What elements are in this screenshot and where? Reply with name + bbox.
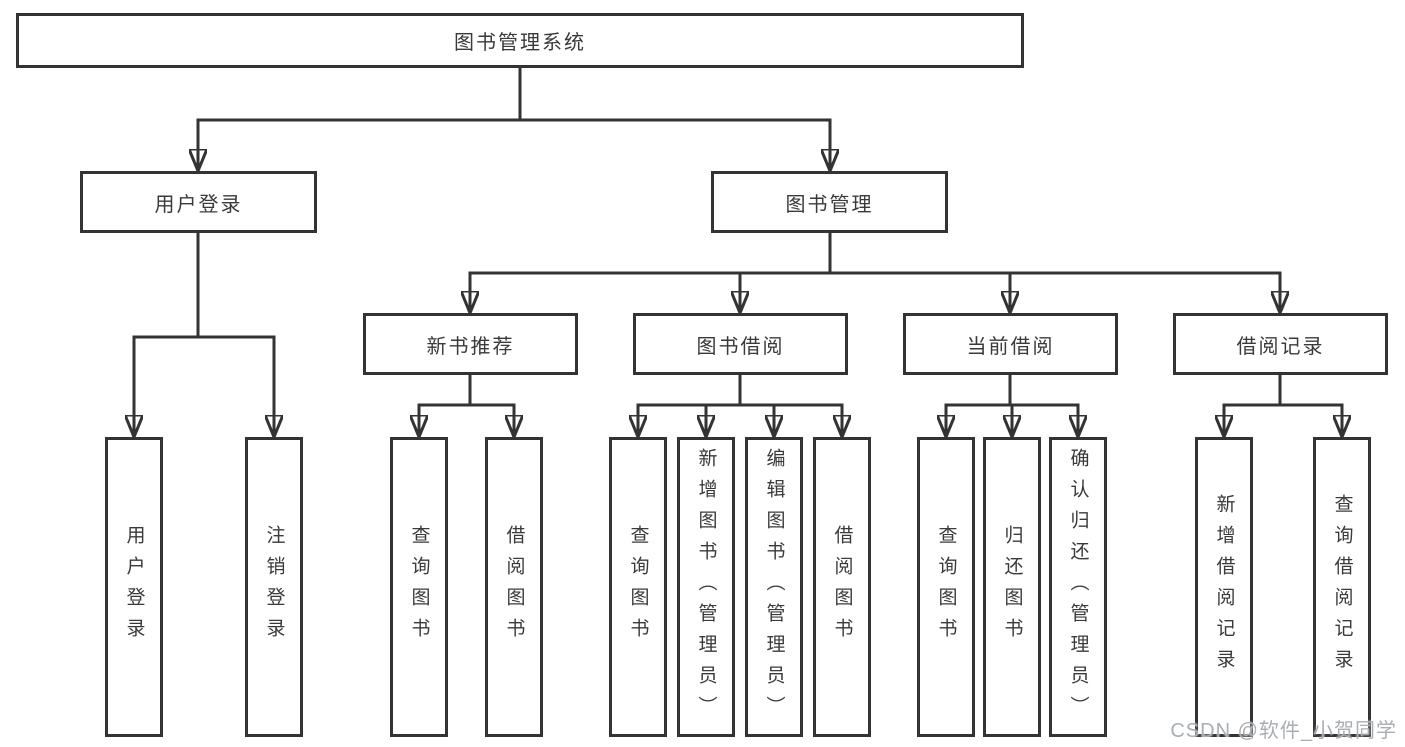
node-library-management-system: 图书管理系统 (16, 13, 1024, 68)
leaf-logout: 注销登录 (245, 437, 303, 737)
connectors-book-borrow-children (638, 373, 842, 439)
leaf-return-books: 归还图书 (983, 437, 1041, 737)
connectors-book-management-modules (470, 231, 1280, 315)
leaf-query-books-current: 查询图书 (917, 437, 975, 737)
connectors-root-to-level2 (198, 66, 830, 173)
leaf-query-books-recommend: 查询图书 (390, 437, 448, 737)
node-book-borrowing: 图书借阅 (633, 313, 848, 375)
leaf-borrow-books-recommend: 借阅图书 (485, 437, 543, 737)
leaf-query-books-borrow: 查询图书 (609, 437, 667, 737)
leaf-confirm-return-admin: 确认归还（管理员） (1049, 437, 1107, 737)
node-borrowing-records: 借阅记录 (1173, 313, 1388, 375)
connectors-new-book-children (419, 373, 514, 439)
leaf-edit-books-admin: 编辑图书（管理员） (745, 437, 803, 737)
connectors-user-login-children (134, 231, 274, 439)
connectors-current-borrow-children (946, 373, 1078, 439)
leaf-user-login: 用户登录 (105, 437, 163, 737)
csdn-watermark: CSDN @软件_小贺同学 (1170, 720, 1397, 742)
node-new-book-recommendation: 新书推荐 (363, 313, 578, 375)
connectors-borrow-records-children (1224, 373, 1342, 439)
leaf-add-borrow-record: 新增借阅记录 (1195, 437, 1253, 737)
leaf-query-borrow-record: 查询借阅记录 (1313, 437, 1371, 737)
leaf-borrow-books: 借阅图书 (813, 437, 871, 737)
node-user-login: 用户登录 (80, 171, 317, 233)
node-book-management: 图书管理 (711, 171, 948, 233)
leaf-add-books-admin: 新增图书（管理员） (677, 437, 735, 737)
node-current-borrowing: 当前借阅 (903, 313, 1118, 375)
